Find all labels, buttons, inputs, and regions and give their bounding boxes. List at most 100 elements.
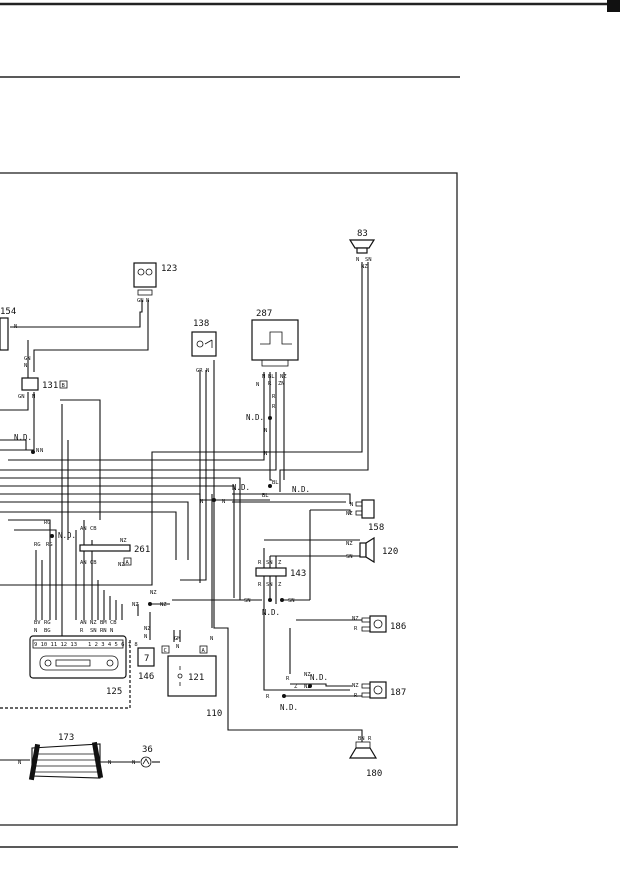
svg-text:187: 187 — [390, 688, 406, 698]
component-120-speaker: 120 NZ SN — [346, 536, 398, 564]
svg-text:R: R — [354, 693, 358, 699]
component-83-speaker: 83 N SN NZ — [348, 229, 376, 270]
svg-text:GN: GN — [137, 298, 144, 304]
svg-text:AN: AN — [80, 620, 87, 626]
svg-text:R: R — [272, 404, 276, 410]
svg-text:NZ: NZ — [304, 684, 311, 690]
svg-text:158: 158 — [368, 523, 384, 533]
component-154-connector: 154 N GN N — [0, 307, 31, 369]
svg-text:131: 131 — [42, 381, 58, 391]
svg-text:CB: CB — [90, 526, 97, 532]
svg-text:NZ: NZ — [346, 511, 353, 517]
svg-text:GN: GN — [18, 394, 25, 400]
component-187-lamp: 187 NZ R NZ NZ R Z R — [266, 672, 406, 700]
svg-text:N: N — [264, 451, 267, 457]
svg-text:RG: RG — [34, 542, 41, 548]
svg-text:R: R — [258, 582, 262, 588]
not-delivered-labels: N.D. N.D. N.D. N.D. N.D. N.D. N.D. N.D. — [14, 413, 328, 712]
svg-text:Z: Z — [294, 684, 298, 690]
component-158-connector: 158 N NZ — [346, 499, 384, 533]
svg-text:N: N — [262, 374, 265, 380]
svg-text:287: 287 — [256, 309, 272, 319]
svg-text:173: 173 — [58, 733, 74, 743]
svg-text:N: N — [32, 394, 35, 400]
svg-text:N: N — [108, 760, 111, 766]
svg-text:NZ: NZ — [160, 602, 167, 608]
svg-text:N: N — [176, 644, 179, 650]
svg-text:36: 36 — [142, 745, 153, 755]
svg-text:NZ: NZ — [144, 626, 151, 632]
svg-text:N.D.: N.D. — [232, 483, 250, 492]
svg-text:180: 180 — [366, 769, 382, 779]
svg-text:NZ: NZ — [90, 620, 97, 626]
svg-text:SN: SN — [266, 582, 273, 588]
svg-text:138: 138 — [193, 319, 209, 329]
svg-text:1 2 3 4 5 6 7 8: 1 2 3 4 5 6 7 8 — [88, 642, 138, 648]
svg-text:R: R — [354, 626, 358, 632]
svg-text:R: R — [272, 394, 276, 400]
svg-text:N: N — [34, 628, 37, 634]
svg-text:NZ: NZ — [132, 602, 139, 608]
component-125-radio: 9 10 11 12 13 1 2 3 4 5 6 7 8 125 BV RG … — [0, 620, 138, 709]
svg-text:RG: RG — [46, 542, 53, 548]
component-131-connector: 131 B GN N — [18, 377, 68, 400]
component-36-ground: 36 N — [132, 745, 153, 768]
component-146-relay: 7 146 NZ N — [137, 626, 155, 682]
svg-text:N: N — [110, 628, 113, 634]
svg-text:NZ: NZ — [304, 672, 311, 678]
svg-text:R: R — [368, 736, 372, 742]
component-186-lamp: 186 NZ R — [352, 615, 406, 633]
svg-text:GM: GM — [174, 636, 181, 642]
svg-text:N: N — [200, 499, 203, 505]
svg-text:RN: RN — [100, 628, 107, 634]
svg-text:NZ: NZ — [150, 590, 157, 596]
svg-text:SN: SN — [244, 598, 251, 604]
svg-text:BL: BL — [272, 480, 279, 486]
svg-text:N.D.: N.D. — [280, 703, 298, 712]
component-261-connector: 261 A AN CB AN CB NZ NZ — [79, 526, 150, 568]
component-180-speaker: 180 BN R — [348, 736, 382, 779]
svg-text:RG: RG — [44, 520, 51, 526]
svg-text:A: A — [126, 560, 130, 566]
svg-text:N: N — [350, 502, 353, 508]
svg-text:ZN: ZN — [278, 381, 285, 387]
svg-text:143: 143 — [290, 569, 306, 579]
svg-text:SN: SN — [365, 257, 372, 263]
svg-text:NZ: NZ — [361, 264, 368, 270]
wire-labels: N N RG RG RG N N BL BL NZ NZ NZ N R R N … — [34, 382, 279, 608]
svg-text:186: 186 — [390, 622, 406, 632]
svg-text:SN: SN — [266, 560, 273, 566]
svg-text:GR: GR — [196, 368, 203, 374]
svg-text:N: N — [356, 257, 359, 263]
svg-text:R: R — [268, 381, 272, 387]
svg-text:N: N — [24, 363, 27, 369]
component-143-connector: 143 R SN Z R SN Z SN SN — [244, 560, 306, 604]
svg-text:AN: AN — [80, 526, 87, 532]
svg-text:N.D.: N.D. — [246, 413, 264, 422]
svg-text:146: 146 — [138, 672, 154, 682]
svg-text:154: 154 — [0, 307, 16, 317]
svg-text:83: 83 — [357, 229, 368, 239]
page-frame — [0, 0, 620, 848]
svg-text:NZ: NZ — [118, 562, 125, 568]
svg-text:N: N — [36, 448, 39, 454]
svg-text:BN: BN — [358, 736, 365, 742]
svg-text:N: N — [144, 634, 147, 640]
junction-dots — [31, 416, 312, 698]
svg-text:BV: BV — [34, 620, 41, 626]
svg-text:110: 110 — [206, 709, 222, 719]
svg-text:BM: BM — [100, 620, 107, 626]
svg-text:SN: SN — [346, 554, 353, 560]
svg-text:120: 120 — [382, 547, 398, 557]
svg-text:NZ: NZ — [352, 683, 359, 689]
svg-text:N.D.: N.D. — [310, 673, 328, 682]
svg-text:123: 123 — [161, 264, 177, 274]
svg-text:Z: Z — [278, 560, 282, 566]
svg-text:NZ: NZ — [352, 616, 359, 622]
svg-text:N: N — [264, 428, 267, 434]
svg-text:9 10 11 12 13: 9 10 11 12 13 — [34, 642, 77, 648]
svg-text:261: 261 — [134, 545, 150, 555]
svg-text:N: N — [18, 760, 21, 766]
svg-text:N.D.: N.D. — [14, 433, 32, 442]
